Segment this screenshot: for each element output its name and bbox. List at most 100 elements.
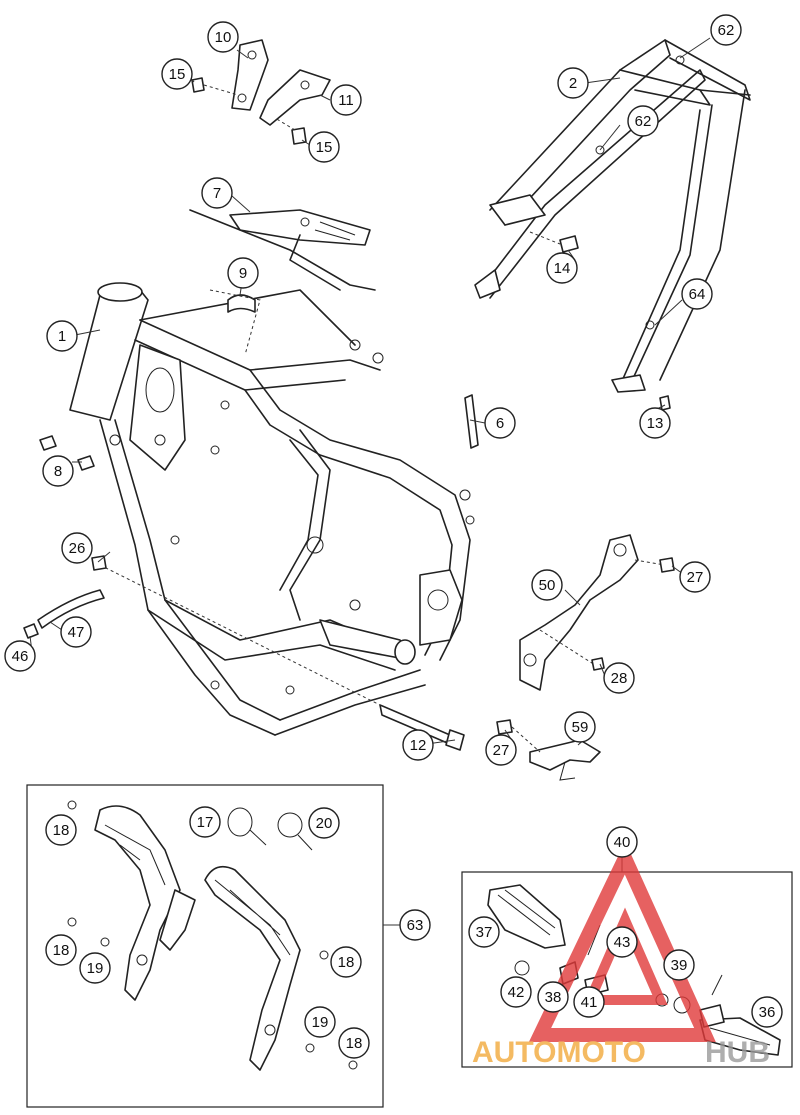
svg-text:19: 19	[312, 1014, 329, 1031]
svg-text:46: 46	[12, 648, 29, 665]
callout-19-a: 19	[79, 952, 111, 984]
callout-11: 11	[330, 84, 362, 116]
svg-text:15: 15	[169, 66, 186, 83]
svg-text:27: 27	[493, 742, 510, 759]
callout-26: 26	[61, 532, 93, 564]
callout-36: 36	[751, 996, 783, 1028]
bolt-15-lower	[274, 117, 307, 145]
svg-text:40: 40	[614, 834, 631, 851]
bolt-14	[529, 231, 579, 253]
bracket-11	[259, 69, 331, 126]
svg-text:8: 8	[54, 463, 62, 480]
plate-7	[189, 209, 376, 291]
bracket-50	[519, 534, 675, 691]
svg-text:14: 14	[554, 260, 571, 277]
callout-9: 9	[227, 257, 259, 289]
bracket-10	[231, 39, 269, 111]
svg-text:12: 12	[410, 737, 427, 754]
svg-text:26: 26	[69, 540, 86, 557]
main-frame	[69, 282, 475, 736]
svg-text:18: 18	[53, 942, 70, 959]
callout-63: 63	[399, 909, 431, 941]
svg-text:11: 11	[338, 92, 354, 109]
svg-text:18: 18	[338, 954, 355, 971]
svg-text:13: 13	[647, 415, 664, 432]
svg-text:20: 20	[316, 815, 333, 832]
callout-27-a: 27	[679, 561, 711, 593]
watermark-text-hub: HUB	[705, 1036, 770, 1069]
svg-text:62: 62	[718, 22, 735, 39]
callout-27-b: 27	[485, 734, 517, 766]
callout-10: 10	[207, 21, 239, 53]
svg-text:38: 38	[545, 989, 562, 1006]
svg-text:7: 7	[213, 185, 221, 202]
svg-text:42: 42	[508, 984, 525, 1001]
svg-text:10: 10	[215, 29, 232, 46]
callout-19-b: 19	[304, 1006, 336, 1038]
strap-6	[464, 394, 479, 449]
callout-7: 7	[201, 177, 233, 209]
svg-text:43: 43	[614, 934, 631, 951]
svg-text:59: 59	[572, 719, 589, 736]
svg-text:39: 39	[671, 957, 688, 974]
callout-64: 64	[681, 278, 713, 310]
callout-18-d: 18	[338, 1027, 370, 1059]
svg-text:50: 50	[539, 577, 556, 594]
callout-42: 42	[500, 976, 532, 1008]
bolt-26	[91, 555, 107, 571]
callout-1: 1	[46, 320, 78, 352]
callout-62-b: 62	[627, 105, 659, 137]
callout-43: 43	[606, 926, 638, 958]
svg-text:28: 28	[611, 670, 628, 687]
callout-38: 38	[537, 981, 569, 1013]
callouts: 1 2 6 7 8 9 10 11 12 13 14 15 15 17 18 1…	[4, 14, 783, 1059]
svg-text:6: 6	[496, 415, 504, 432]
callout-14: 14	[546, 252, 578, 284]
callout-2: 2	[557, 67, 589, 99]
callout-18-c: 18	[330, 946, 362, 978]
callout-13: 13	[639, 407, 671, 439]
svg-text:2: 2	[569, 75, 577, 92]
callout-46: 46	[4, 640, 36, 672]
callout-47: 47	[60, 616, 92, 648]
bolt-13	[659, 395, 671, 411]
svg-text:9: 9	[239, 265, 247, 282]
svg-text:37: 37	[476, 924, 493, 941]
clamp-9	[209, 289, 261, 356]
svg-text:47: 47	[68, 624, 85, 641]
callout-15-lower: 15	[308, 131, 340, 163]
svg-text:27: 27	[687, 569, 704, 586]
callout-40: 40	[606, 826, 638, 858]
bolt-15-top	[191, 77, 239, 96]
subframe	[474, 39, 751, 393]
callout-50: 50	[531, 569, 563, 601]
callout-39: 39	[663, 949, 695, 981]
svg-text:64: 64	[689, 286, 706, 303]
watermark-text-automoto: AUTOMOTO	[472, 1036, 646, 1069]
callout-8: 8	[42, 455, 74, 487]
callout-28: 28	[603, 662, 635, 694]
callout-18-b: 18	[45, 934, 77, 966]
callout-15-top: 15	[161, 58, 193, 90]
callout-41: 41	[573, 986, 605, 1018]
callout-12: 12	[402, 729, 434, 761]
callout-62-a: 62	[710, 14, 742, 46]
svg-text:15: 15	[316, 139, 333, 156]
bolts-8	[39, 435, 95, 471]
svg-text:62: 62	[635, 113, 652, 130]
hose-47	[23, 589, 105, 639]
callout-59: 59	[564, 711, 596, 743]
automotohub-watermark: AUTOMOTO HUB	[472, 841, 770, 1069]
callout-20: 20	[308, 807, 340, 839]
callout-18-a: 18	[45, 814, 77, 846]
svg-text:63: 63	[407, 917, 424, 934]
svg-text:19: 19	[87, 960, 104, 977]
callout-37: 37	[468, 916, 500, 948]
callout-17: 17	[189, 806, 221, 838]
callout-6: 6	[484, 407, 516, 439]
svg-text:36: 36	[759, 1004, 776, 1021]
svg-text:18: 18	[346, 1035, 363, 1052]
svg-text:1: 1	[58, 328, 66, 345]
svg-text:41: 41	[581, 994, 598, 1011]
